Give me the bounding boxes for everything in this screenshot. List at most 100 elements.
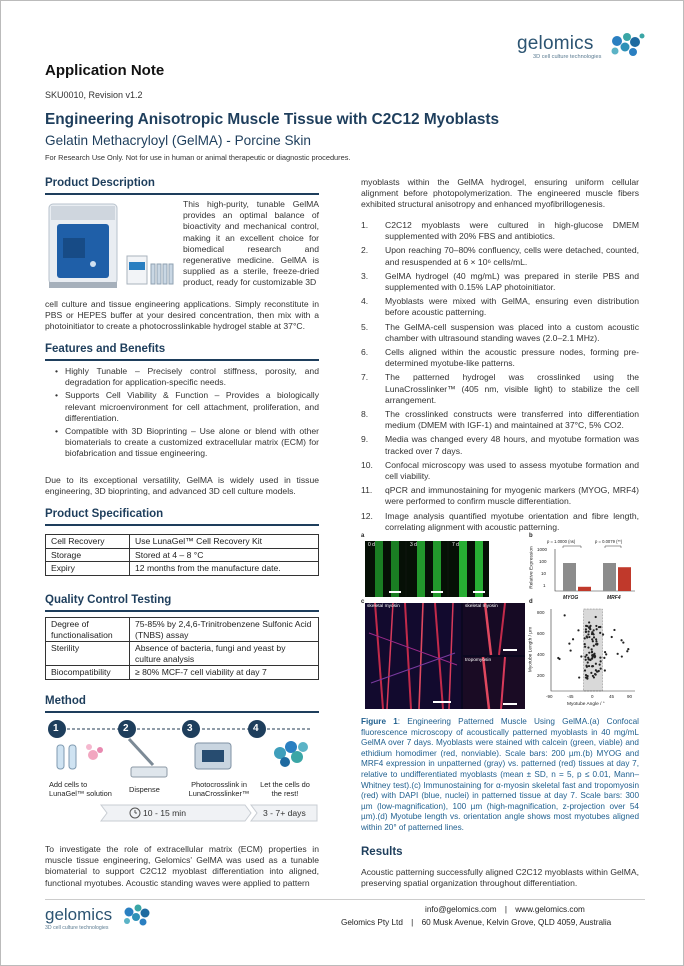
scatter-point: [603, 651, 607, 654]
step-number: 11.: [361, 485, 373, 496]
protocol-step: 10.Confocal microscopy was used to asses…: [361, 460, 639, 482]
significance-bracket: [604, 545, 622, 548]
table-row: Biocompatibility≥ 80% MCF-7 cell viabili…: [45, 665, 319, 680]
scatter-point: [590, 657, 594, 660]
qc-heading: Quality Control Testing: [45, 594, 172, 606]
caption-label: Figure 1: [361, 717, 398, 726]
b-ylabel: Relative Expression: [529, 546, 535, 589]
footer-address: 60 Musk Avenue, Kelvin Grove, QLD 4059, …: [421, 918, 612, 927]
scatter-point: [592, 633, 595, 636]
day-label: 7 d: [452, 542, 459, 548]
b-category: MRF4: [607, 595, 621, 601]
scatter-point: [591, 640, 594, 643]
scatter-point: [601, 633, 605, 636]
scatter-point: [585, 624, 588, 628]
scatter-point: [595, 640, 598, 643]
day-label: 0 d: [368, 542, 375, 548]
c-label: skeletal myosin: [367, 604, 400, 609]
scatter-point: [599, 667, 602, 670]
b-category: MYOG: [563, 595, 579, 601]
table-cell: Cell Recovery: [45, 534, 130, 549]
panel-a-images: 0 d 3 d 7 d: [365, 541, 489, 597]
footer-tagline: 3D cell culture technologies: [45, 925, 109, 931]
scatter-point: [595, 638, 598, 641]
table-cell: Stored at 4 – 8 °C: [129, 547, 319, 563]
step-number: 12.: [361, 510, 373, 521]
d-text-layer: 800 600 400 200 -90 -45 0 45 90 Myotube …: [537, 605, 637, 711]
step-text: The GelMA-cell suspension was placed int…: [385, 321, 639, 343]
scatter-point: [599, 656, 602, 659]
scatter-point: [590, 651, 594, 654]
step-text: GelMA hydrogel (40 mg/mL) was prepared i…: [385, 270, 639, 293]
d-axis: [550, 609, 635, 692]
step-number: 3.: [361, 270, 369, 281]
step-number: 8.: [361, 409, 369, 420]
protocol-step: 11. qPCR and immunostaining for myogenic …: [361, 485, 639, 507]
b-ytick: 100: [539, 559, 547, 564]
panel-c-images: skeletal myosin skeletal myosin tropomyo…: [365, 603, 525, 709]
scatter-point: [589, 628, 592, 631]
product-image: [48, 203, 174, 288]
features-heading: Features and Benefits: [45, 343, 166, 355]
scatter-point: [592, 636, 596, 639]
table-cell: Sterility: [45, 641, 130, 667]
panel-label: c: [361, 599, 365, 605]
d-xtick: -45: [567, 694, 574, 699]
footer-website[interactable]: www.gelomics.com: [515, 905, 585, 914]
section-divider: [45, 359, 319, 361]
table-cell: Degree of functionalisation: [45, 616, 130, 643]
footer-logo: gelomics 3D cell culture technologies: [45, 904, 155, 939]
scatter-point: [594, 662, 597, 665]
scatter-point: [587, 630, 590, 633]
scatter-point: [591, 665, 594, 668]
protocol-step: 6.Cells aligned within the acoustic pres…: [361, 347, 639, 369]
d-xtick: 0: [591, 694, 594, 699]
time-duration: 3 - 7+ days: [263, 808, 306, 818]
step-number: 9.: [361, 434, 369, 445]
disclaimer: For Research Use Only. Not for use in hu…: [45, 153, 351, 162]
bar: [618, 567, 631, 591]
step-text: qPCR and immunostaining for myogenic mar…: [385, 485, 639, 507]
scatter-point: [587, 646, 590, 649]
scatter-point: [569, 649, 572, 652]
scatter-point: [584, 655, 587, 658]
scatter-point: [596, 643, 599, 646]
figure-1: a 0 d 3 d 7 d b Relative Expr: [361, 533, 639, 711]
footer-contact: info@gelomics.com | www.gelomics.com: [425, 905, 585, 914]
scatter-point: [584, 630, 587, 633]
scatter-point: [594, 615, 597, 619]
table-cell: ≥ 80% MCF-7 cell viability at day 7: [129, 665, 319, 680]
scatter-point: [585, 635, 588, 638]
method-heading: Method: [45, 695, 86, 707]
time-duration: 10 - 15 min: [143, 808, 186, 818]
step-number: 1: [53, 723, 59, 734]
confocal-green-icon: [365, 541, 489, 597]
d-xtick: 45: [609, 694, 615, 699]
b-pval: p = 1.0000 (ns): [547, 539, 576, 544]
spec-heading: Product Specification: [45, 508, 164, 520]
step-text: C2C12 myoblasts were cultured in high-gl…: [385, 220, 639, 242]
step-label: Let the cells do the rest!: [260, 780, 310, 798]
scatter-chart-d: [550, 608, 635, 692]
bar-chart-b: [554, 545, 635, 592]
b-text-layer: p = 1.0000 (ns) p = 0.0079 (**) 1000 100…: [537, 539, 637, 603]
footer-email[interactable]: info@gelomics.com: [425, 905, 497, 914]
scatter-point: [591, 638, 594, 641]
step-text: Cells aligned within the acoustic pressu…: [385, 347, 639, 369]
scatter-point: [613, 628, 616, 632]
protocol-step: 12.Image analysis quantified myotube ori…: [361, 511, 639, 533]
scatter-point: [622, 641, 625, 644]
scatter-point: [563, 614, 566, 617]
separator: |: [504, 905, 507, 914]
scatter-point: [584, 628, 588, 631]
molecule-logo-icon: [124, 904, 150, 926]
scatter-point: [620, 639, 623, 642]
d-ytick: 600: [537, 631, 545, 636]
brand-name: gelomics: [517, 33, 594, 54]
results-heading: Results: [361, 846, 403, 858]
caption-text: : Engineering Patterned Muscle Using Gel…: [361, 717, 639, 832]
scatter-point: [603, 656, 606, 659]
